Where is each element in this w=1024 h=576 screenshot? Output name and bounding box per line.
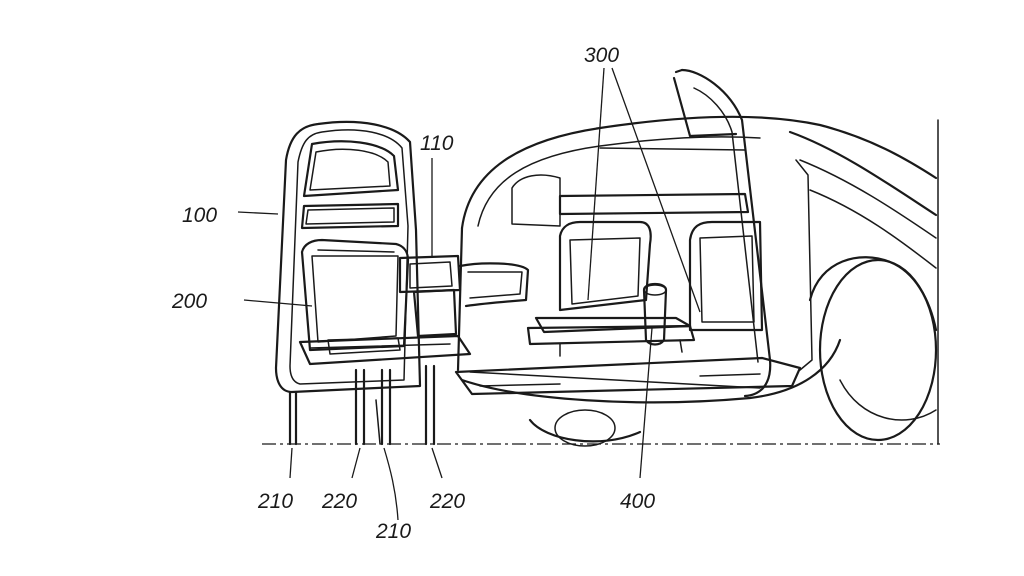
label-300: 300 <box>584 44 619 67</box>
seat-module-shell <box>274 120 422 394</box>
label-210-left: 210 <box>257 490 293 513</box>
seat-200 <box>298 238 472 366</box>
floor-plate <box>454 356 802 396</box>
interior-seats <box>526 220 764 357</box>
leader-lines <box>237 67 701 521</box>
support-legs <box>288 364 436 446</box>
label-110: 110 <box>420 132 454 155</box>
label-400: 400 <box>620 490 655 513</box>
label-200: 200 <box>171 290 207 313</box>
label-100: 100 <box>182 204 217 227</box>
vehicle-door-frame <box>672 68 813 398</box>
armrest-110 <box>398 254 530 338</box>
label-210-center: 210 <box>375 520 411 543</box>
label-220-right: 220 <box>429 490 465 513</box>
vehicle-body <box>456 115 938 447</box>
label-220-left: 220 <box>321 490 357 513</box>
